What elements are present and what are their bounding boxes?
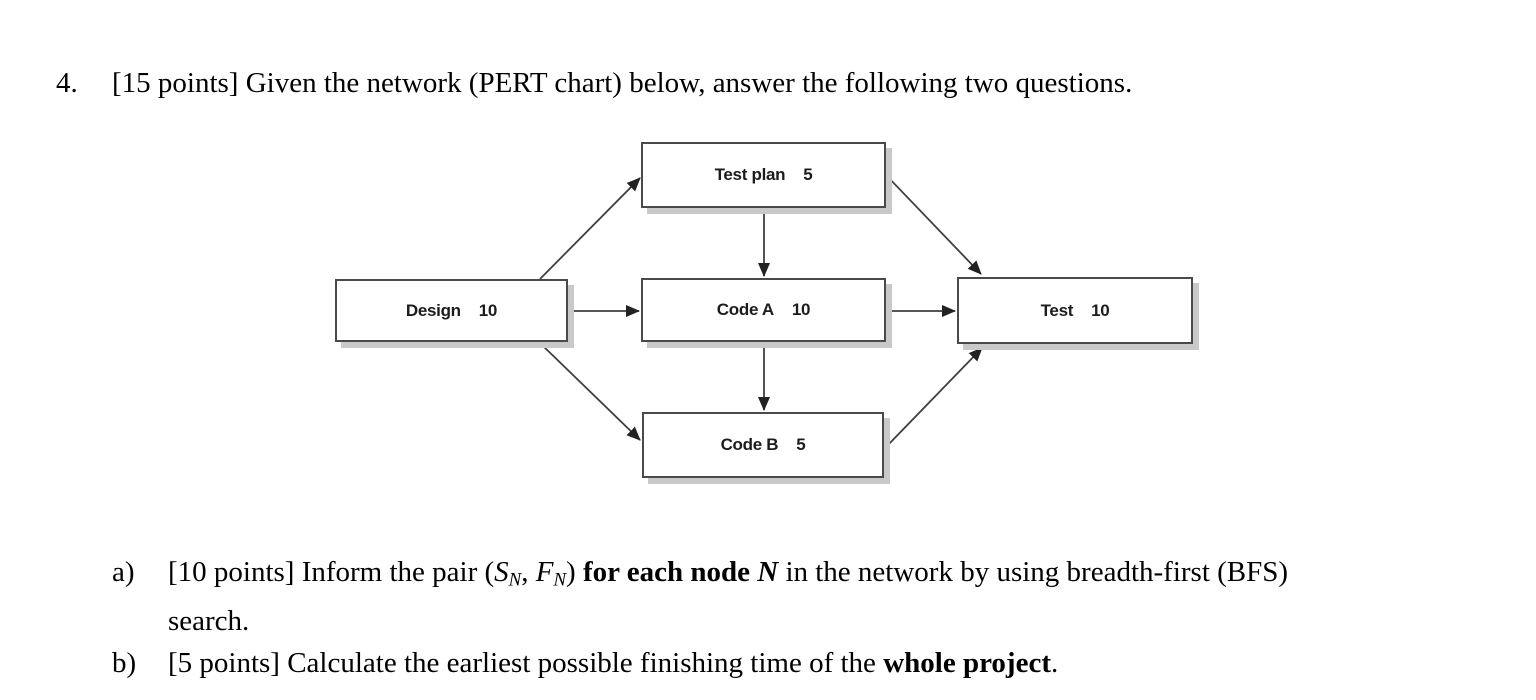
subquestions: a)[10 points] Inform the pair (SN, FN) f… <box>112 552 1512 683</box>
question-header: 4. [15 points] Given the network (PERT ch… <box>56 64 1476 102</box>
math-f-subscript: N <box>553 569 567 591</box>
node-code-b-duration: 5 <box>796 435 806 454</box>
node-design-duration: 10 <box>478 300 498 320</box>
subquestion-a-marker: a) <box>112 556 135 588</box>
subquestion-b-pre: [5 points] Calculate the earliest possib… <box>168 646 884 679</box>
subquestion-a-post-line2: search. <box>168 604 250 637</box>
subquestion-b-post: . <box>1050 646 1059 679</box>
subquestion-b-bold: whole project <box>883 646 1051 679</box>
subquestion-a-bold: for each node <box>582 556 758 588</box>
edge-design-to-test-plan <box>539 177 641 280</box>
node-code-a-duration: 10 <box>791 300 811 319</box>
math-separator: , <box>521 556 536 588</box>
question-text: [15 points] Given the network (PERT char… <box>112 67 1133 99</box>
math-s-subscript: N <box>508 569 522 591</box>
node-code-b: Code B 5 <box>642 412 884 478</box>
subquestion-a: a)[10 points] Inform the pair (SN, FN) f… <box>112 552 1512 641</box>
question-number: 4. <box>56 67 78 99</box>
subquestion-a-post-line1: in the network by using breadth-first (B… <box>778 556 1289 588</box>
node-test-plan-duration: 5 <box>803 165 813 184</box>
node-test-plan: Test plan 5 <box>641 142 886 208</box>
subquestion-b-marker: b) <box>112 646 137 679</box>
node-test-label: Test <box>1040 300 1074 320</box>
edge-design-to-code-b <box>540 343 641 441</box>
edge-code-b-to-test <box>886 347 983 447</box>
subquestion-a-pre: [10 points] Inform the pair ( <box>168 556 495 588</box>
node-code-b-label: Code B <box>720 435 779 454</box>
edge-test-plan-to-test <box>885 174 982 275</box>
math-f-variable: F <box>535 556 554 588</box>
node-code-a: Code A 10 <box>641 278 886 342</box>
subquestion-b: b) [5 points] Calculate the earliest poss… <box>112 643 1512 683</box>
node-design-label: Design <box>405 300 461 320</box>
subquestion-a-bold-variable: N <box>757 556 779 588</box>
node-test-plan-label: Test plan <box>714 165 786 184</box>
node-test: Test 10 <box>957 277 1193 344</box>
math-close-paren: ) <box>566 556 583 588</box>
node-design: Design 10 <box>335 279 568 342</box>
node-code-a-label: Code A <box>716 300 774 319</box>
node-test-duration: 10 <box>1091 300 1110 320</box>
math-s-variable: S <box>494 556 509 588</box>
